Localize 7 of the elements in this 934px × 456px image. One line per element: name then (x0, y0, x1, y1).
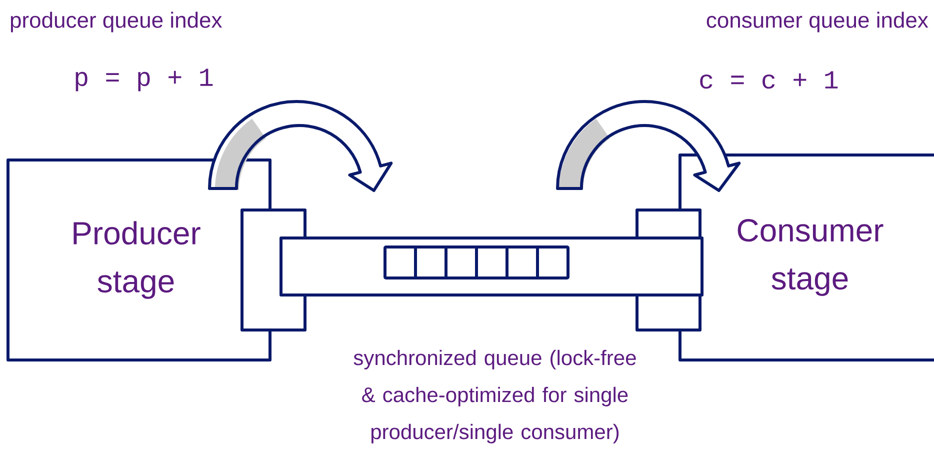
curved-arrow (556, 100, 741, 192)
curved-arrow (208, 100, 393, 192)
index-label: consumer queue index (706, 12, 928, 32)
code-text: p = p + 1 (76, 68, 213, 92)
code-text: c = c + 1 (700, 71, 838, 89)
index-label: producer queue index (10, 12, 222, 32)
queue-caption: synchronized queue (lock-free & cache-optimized for single producer/single consumer) (354, 350, 636, 444)
